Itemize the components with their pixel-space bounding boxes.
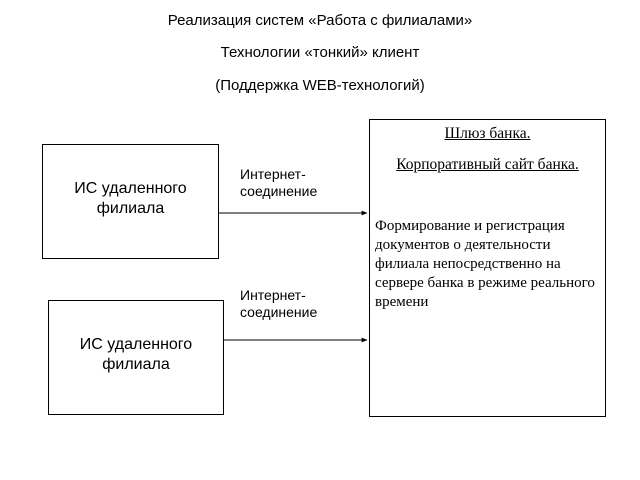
branch-box-top: ИС удаленного филиала bbox=[42, 144, 219, 259]
server-heading-gateway: Шлюз банка. bbox=[444, 125, 531, 142]
title-line-2: Технологии «тонкий» клиент bbox=[220, 44, 420, 61]
branch-box-bottom-label: ИС удаленного филиала bbox=[79, 336, 193, 373]
connection-label-top: Интернет-соединение bbox=[240, 166, 318, 199]
connection-label-bottom: Интернет-соединение bbox=[240, 287, 318, 320]
server-description: Формирование и регистрация документов о … bbox=[375, 218, 595, 310]
bank-server-box: Шлюз банка. Корпоративный сайт банка. Фо… bbox=[369, 119, 606, 417]
branch-box-bottom: ИС удаленного филиала bbox=[48, 300, 224, 415]
branch-box-top-label: ИС удаленного филиала bbox=[74, 180, 187, 217]
server-heading-corporate-site: Корпоративный сайт банка. bbox=[396, 156, 579, 173]
title-line-1: Реализация систем «Работа с филиалами» bbox=[167, 12, 473, 29]
title-line-3: (Поддержка WEB-технологий) bbox=[215, 77, 425, 94]
